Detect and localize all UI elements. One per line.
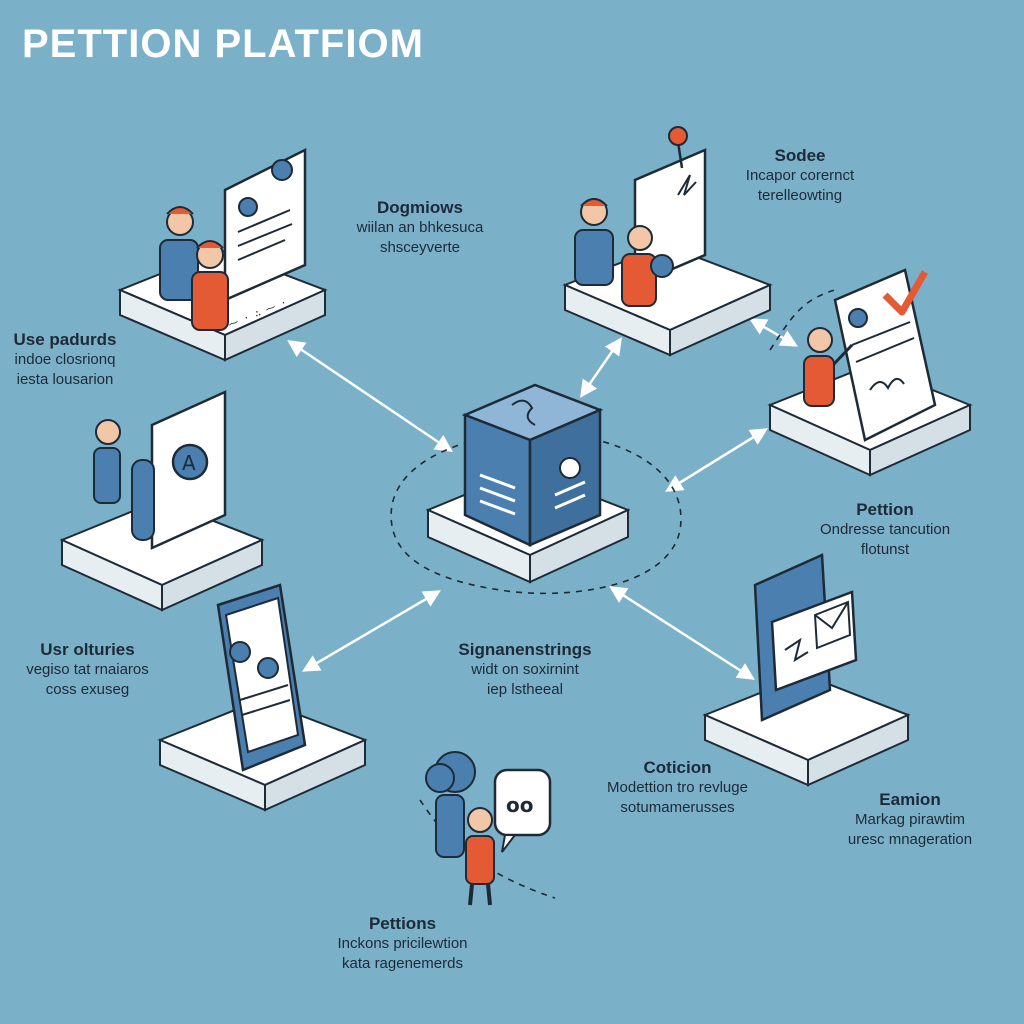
profile-card-node[interactable]: ⁓ · ∴ ⁓ · [117, 147, 328, 362]
label-line: widt on soxirnint [471, 661, 579, 678]
mail-phone-icon [753, 553, 858, 722]
label-heading: Eamion [879, 790, 941, 809]
connector-right-mid-top [748, 318, 799, 347]
tablet-node[interactable] [157, 583, 368, 812]
label-dogmiows: Dogmiows wiilan an bhkesuca shsceyverte [335, 198, 505, 258]
label-heading: Sodee [774, 146, 826, 165]
profile-document-icon [223, 147, 307, 302]
connector-right-bottom [609, 586, 755, 680]
label-use-padurds: Use padurds indoe closrionq iesta lousario… [0, 330, 130, 390]
kiosk-screen-icon: A [131, 390, 227, 550]
label-line: iesta lousarion [16, 371, 114, 388]
connector-left-top [287, 340, 453, 452]
mobile-mail-node[interactable] [702, 553, 911, 787]
connectors [287, 318, 799, 680]
label-line: wiilan an bhkesuca [356, 219, 484, 236]
dashed-link-bottom [419, 799, 556, 899]
label-signanenstrings: Signanenstrings widt on soxirnint iep lsth… [445, 640, 605, 700]
person-icon [159, 206, 229, 331]
person-icon [465, 807, 495, 906]
label-heading: Dogmiows [377, 198, 463, 217]
tablet-profiles-icon [216, 583, 307, 772]
label-line: coss exuseg [45, 681, 130, 698]
label-line: iep lstheeal [487, 681, 563, 698]
label-line: Ondresse tancution [819, 521, 951, 538]
central-server-node[interactable] [425, 383, 631, 584]
label-line: Markag pirawtim [854, 811, 966, 828]
label-heading: Coticion [643, 758, 712, 777]
signed-document-icon [633, 126, 707, 287]
person-icon [93, 419, 121, 504]
crowd-icon [425, 751, 476, 858]
page-title: PETTION PLATFIOM [22, 22, 424, 66]
label-line: shsceyverte [379, 239, 461, 256]
label-line: kata ragenemerds [342, 955, 463, 972]
label-line: uresc mnageration [847, 831, 973, 848]
server-cube-icon [461, 383, 604, 547]
label-heading: Pettion [856, 500, 914, 519]
label-heading: Usr olturies [40, 640, 135, 659]
svg-text:oo: oo [506, 793, 533, 817]
connector-right-mid [665, 428, 768, 492]
label-line: indoe closrionq [14, 351, 116, 368]
checkmark-petition-node[interactable] [767, 268, 973, 477]
discussion-node[interactable]: oo [425, 751, 552, 906]
label-usr-olturies: Usr olturies vegiso tat rnaiaros coss exus… [0, 640, 175, 700]
label-line: vegiso tat rnaiaros [26, 661, 149, 678]
connector-left-bottom [301, 590, 442, 672]
kiosk-node[interactable]: A [59, 390, 265, 612]
label-heading: Use padurds [13, 330, 117, 349]
checkmark-document-icon [833, 268, 937, 442]
label-heading: Pettions [368, 914, 437, 933]
label-line: Inckons pricilewtion [337, 935, 468, 952]
person-icon [803, 327, 854, 407]
label-line: flotunst [860, 541, 910, 558]
chat-bubble-icon: oo [493, 768, 552, 853]
connector-right-top [580, 337, 622, 398]
hub-dashed-orbit [390, 431, 682, 595]
label-line: terelleowting [757, 187, 843, 204]
label-heading: Signanenstrings [458, 640, 592, 659]
label-line: Incapor corernct [745, 167, 855, 184]
label-line: sotumamerusses [620, 799, 735, 816]
signature-group-node[interactable] [562, 126, 773, 357]
people-group-icon [574, 198, 674, 307]
svg-text:A: A [182, 451, 196, 475]
label-line: Modettion tro revluge [607, 779, 748, 796]
